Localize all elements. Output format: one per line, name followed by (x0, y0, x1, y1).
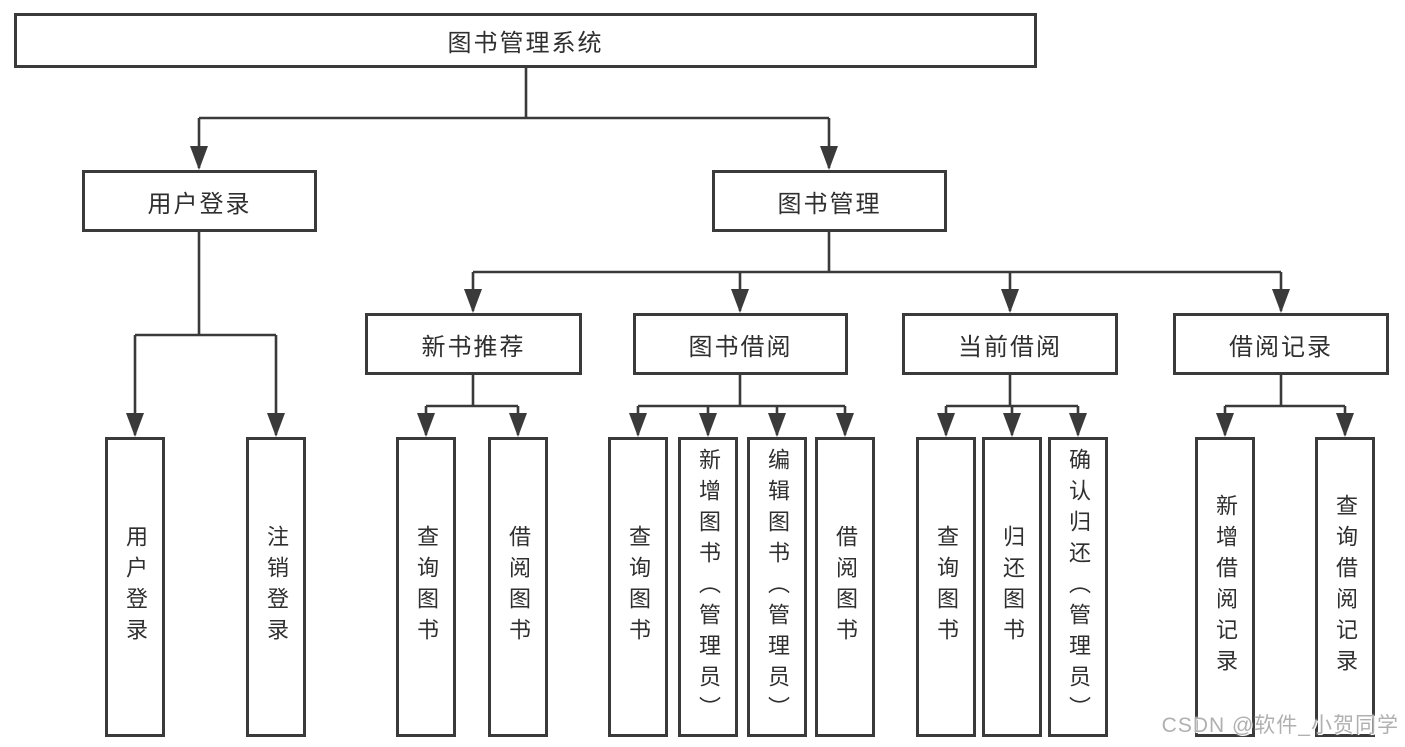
node-br-add: 新增借阅记录 (1195, 437, 1255, 737)
node-br-query: 查询借阅记录 (1315, 437, 1375, 737)
node-cb-confirm: 确认归还（管理员） (1048, 437, 1108, 737)
node-nb-borrow: 借阅图书 (488, 437, 548, 737)
node-ul-login: 用户登录 (105, 437, 165, 737)
node-user-login: 用户登录 (82, 170, 317, 232)
node-book-borrow: 图书借阅 (633, 313, 848, 375)
node-bb-edit: 编辑图书（管理员） (747, 437, 807, 737)
node-borrow-records: 借阅记录 (1173, 313, 1389, 375)
node-cb-query: 查询图书 (916, 437, 976, 737)
node-ul-logout: 注销登录 (246, 437, 306, 737)
node-new-book-rec: 新书推荐 (365, 313, 582, 375)
node-bb-borrow: 借阅图书 (815, 437, 875, 737)
node-book-mgmt: 图书管理 (712, 170, 947, 232)
watermark-text: CSDN @软件_小贺同学 (1161, 714, 1399, 737)
node-nb-query: 查询图书 (396, 437, 456, 737)
node-current-borrow: 当前借阅 (902, 313, 1118, 375)
node-bb-query: 查询图书 (608, 437, 668, 737)
node-bb-add: 新增图书（管理员） (678, 437, 738, 737)
node-root: 图书管理系统 (14, 13, 1037, 68)
node-cb-return: 归还图书 (982, 437, 1042, 737)
